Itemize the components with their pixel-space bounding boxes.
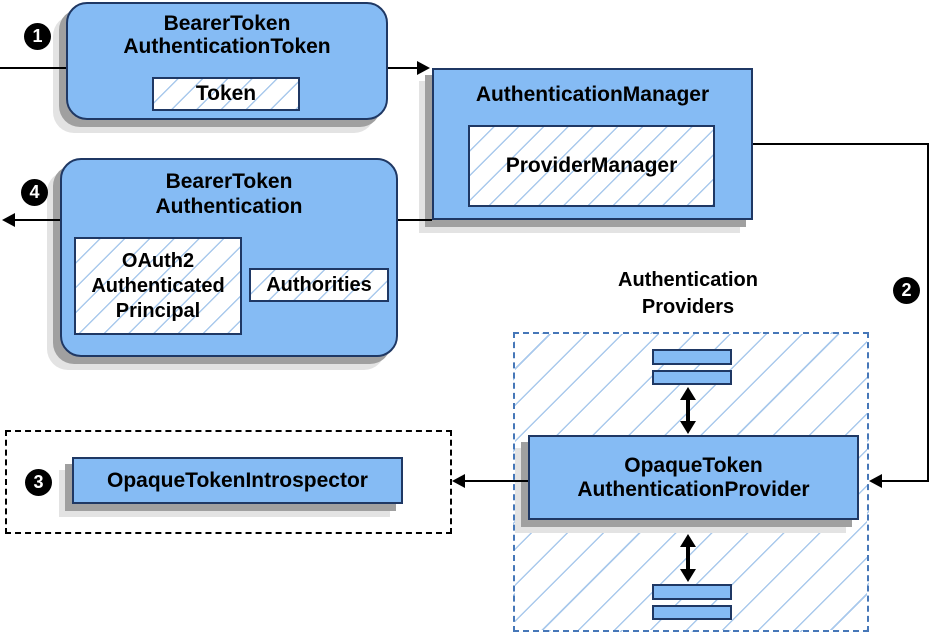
authentication-providers-label: Authentication Providers: [538, 267, 838, 321]
authentication-providers-label-line2: Providers: [641, 296, 735, 318]
double-arrow-bottom-icon: [680, 534, 696, 582]
step-2-badge: 2: [893, 277, 920, 304]
arrow-manager-to-provider-bottom: [880, 480, 929, 482]
provider-stack-top-bar-2: [652, 370, 732, 385]
provider-stack-top-bar-1: [652, 349, 732, 365]
step-1-badge: 1: [24, 23, 51, 50]
node-opaque-token-introspector: OpaqueTokenIntrospector: [72, 457, 403, 504]
step-3-badge: 3: [25, 469, 52, 496]
token-chip: Token: [152, 77, 300, 111]
step-1-number: 1: [32, 26, 43, 46]
authorities-chip-label: Authorities: [266, 273, 372, 296]
provider-stack-bottom-bar-1: [652, 584, 732, 600]
authorities-chip: Authorities: [249, 268, 389, 302]
step-4-number: 4: [29, 182, 40, 202]
step-4-badge: 4: [21, 179, 48, 206]
arrow-provider-to-introspector: [462, 480, 528, 482]
node-authentication-manager: AuthenticationManager ProviderManager: [432, 68, 753, 220]
bearer-token-authentication-title-line1: BearerToken: [165, 170, 293, 193]
opaque-token-provider-title-line2: AuthenticationProvider: [577, 477, 810, 501]
arrow-token-to-manager: [388, 67, 418, 69]
opaque-token-provider-title-line1: OpaqueToken: [624, 453, 763, 477]
principal-chip-line1: OAuth2: [121, 249, 195, 272]
arrowhead-down-icon: [680, 421, 696, 434]
node-bearer-token-authentication-token: BearerToken AuthenticationToken Token: [66, 2, 388, 120]
double-arrow-top-icon: [680, 387, 696, 434]
authentication-manager-title: AuthenticationManager: [475, 83, 710, 106]
step-3-number: 3: [33, 472, 44, 492]
arrowhead-left-icon: [452, 474, 465, 488]
arrow-request-in: [0, 67, 66, 69]
arrow-manager-to-provider-top: [753, 143, 929, 145]
authentication-providers-label-line1: Authentication: [618, 269, 758, 291]
bearer-token-authentication-token-title-line1: BearerToken: [163, 12, 291, 35]
oauth2-authenticated-principal-chip: OAuth2 Authenticated Principal: [74, 237, 242, 335]
arrowhead-down-icon: [680, 569, 696, 582]
arrowhead-left-icon: [869, 474, 882, 488]
opaque-token-introspector-title: OpaqueTokenIntrospector: [107, 469, 368, 492]
arrowhead-left-icon: [2, 213, 15, 227]
arrowhead-up-icon: [680, 387, 696, 400]
node-opaque-token-authentication-provider: OpaqueToken AuthenticationProvider: [528, 435, 859, 520]
provider-stack-bottom-bar-2: [652, 605, 732, 620]
arrowhead-right-icon: [417, 61, 430, 75]
bearer-token-authentication-token-title-line2: AuthenticationToken: [123, 35, 331, 58]
token-chip-label: Token: [195, 82, 257, 105]
provider-manager-chip-label: ProviderManager: [505, 154, 678, 177]
arrowhead-up-icon: [680, 534, 696, 547]
arrow-authentication-out: [10, 219, 60, 221]
arrow-manager-to-provider-vertical: [927, 143, 929, 482]
node-bearer-token-authentication: BearerToken Authentication OAuth2 Authen…: [60, 158, 398, 357]
principal-chip-line2: Authenticated: [91, 274, 225, 297]
principal-chip-line3: Principal: [115, 299, 201, 322]
step-2-number: 2: [901, 280, 912, 300]
bearer-token-authentication-title-line2: Authentication: [155, 195, 303, 218]
provider-manager-chip: ProviderManager: [468, 125, 715, 207]
arrow-manager-to-authentication: [398, 219, 432, 221]
